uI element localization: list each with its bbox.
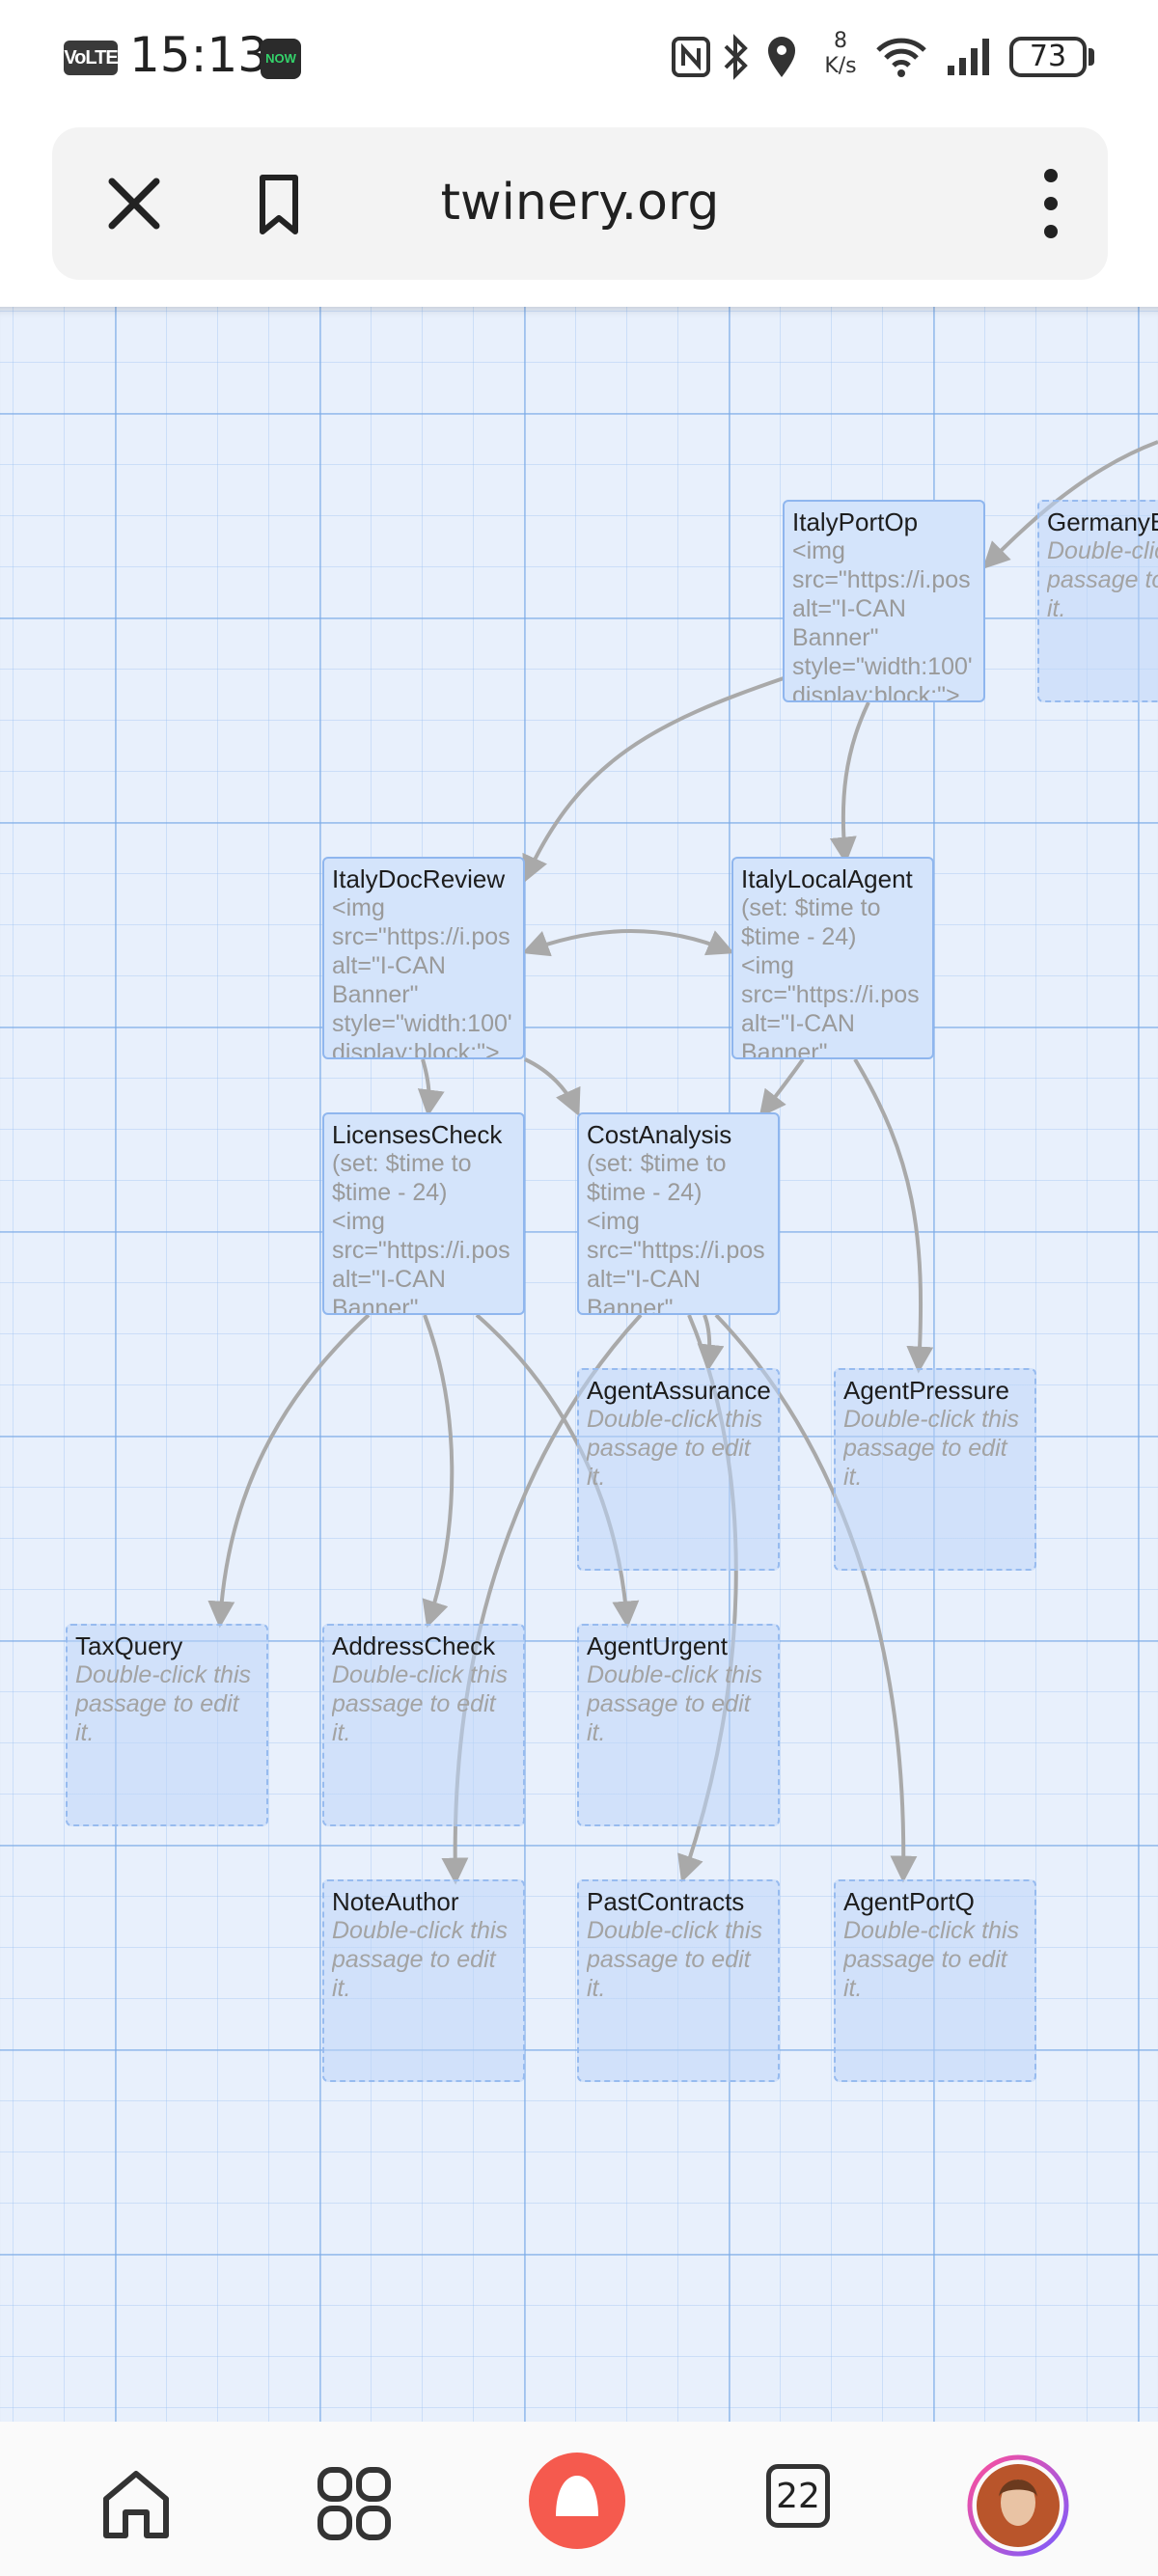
now-app-icon: NOW: [261, 39, 301, 79]
passage-title: ItalyDocReview: [332, 864, 506, 893]
wifi-icon: [876, 38, 926, 77]
passage-title: ItalyPortOp: [792, 507, 919, 536]
passage-excerpt: Double-click this passage to edit it.: [75, 1661, 252, 1746]
status-time: 15:13: [129, 27, 269, 83]
passage-excerpt: Double-click this passage to edit it.: [587, 1917, 763, 2002]
passage-excerpt: <img src="https://i.pos alt="I-CAN Banne…: [792, 537, 973, 702]
battery-icon: 73: [1009, 37, 1087, 77]
link-arrow-licensescheck-to-addresscheck: [422, 1314, 455, 1629]
link-arrow-italylocalagent-to-agentpressure: [853, 1057, 934, 1374]
close-icon[interactable]: [95, 164, 174, 243]
passage-excerpt: Double-click this passage to edit it.: [1047, 537, 1158, 622]
link-arrow-licensescheck-to-taxquery: [207, 1313, 371, 1629]
assistant-icon[interactable]: [527, 2451, 627, 2551]
story-map-canvas[interactable]: ItalyPortOp<img src="https://i.pos alt="…: [0, 307, 1158, 2422]
bluetooth-icon: [724, 34, 748, 80]
passage-title: NoteAuthor: [332, 1887, 459, 1916]
link-arrow-italydocreview-to-costanalysis: [524, 1057, 581, 1117]
passage-card-italydocreview[interactable]: ItalyDocReview<img src="https://i.pos al…: [322, 857, 525, 1059]
location-icon: [768, 37, 795, 77]
passage-excerpt: Double-click this passage to edit it.: [587, 1661, 763, 1746]
link-arrow-costanalysis-to-agentassurance: [697, 1314, 725, 1372]
apps-grid-icon[interactable]: [311, 2460, 398, 2547]
bottom-nav: 22: [0, 2422, 1158, 2576]
passage-card-costanalysis[interactable]: CostAnalysis(set: $time to $time - 24) <…: [577, 1112, 780, 1315]
home-icon[interactable]: [93, 2460, 179, 2547]
status-bar: VoLTE 15:13 NOW 8 K/s 73: [0, 0, 1158, 114]
passage-excerpt: <img src="https://i.pos alt="I-CAN Banne…: [332, 894, 512, 1059]
link-arrow-italylocalagent-to-costanalysis: [758, 1057, 805, 1118]
url-bar: twinery.org: [52, 127, 1108, 280]
passage-excerpt: (set: $time to $time - 24) <img src="htt…: [741, 894, 920, 1059]
volte-badge: VoLTE: [64, 41, 119, 75]
nfc-icon: [672, 37, 710, 77]
passage-title: AgentUrgent: [587, 1631, 728, 1660]
link-arrow-italyportop-to-italydocreview: [522, 676, 785, 884]
passage-title: AgentPortQ: [843, 1887, 975, 1916]
more-menu-icon[interactable]: [1017, 162, 1085, 245]
link-arrow-italyportop-to-italylocalagent: [829, 701, 870, 864]
passage-title: PastContracts: [587, 1887, 745, 1916]
signal-icon: [948, 39, 989, 75]
net-speed-value: 8: [834, 29, 847, 53]
url-text[interactable]: twinery.org: [440, 174, 720, 232]
net-speed: 8 K/s: [816, 29, 865, 79]
passage-title: AgentPressure: [843, 1376, 1009, 1405]
passage-excerpt: (set: $time to $time - 24) <img src="htt…: [587, 1150, 765, 1315]
passage-excerpt: Double-click this passage to edit it.: [843, 1406, 1020, 1491]
tab-count: 22: [766, 2464, 830, 2528]
passage-excerpt: Double-click this passage to edit it.: [332, 1917, 509, 2002]
passage-title: AgentAssurance: [587, 1376, 770, 1405]
passage-card-italylocalagent[interactable]: ItalyLocalAgent(set: $time to $time - 24…: [731, 857, 934, 1059]
passage-card-italyportop[interactable]: ItalyPortOp<img src="https://i.pos alt="…: [783, 500, 985, 702]
passage-title: LicensesCheck: [332, 1120, 503, 1149]
passage-title: CostAnalysis: [587, 1120, 732, 1149]
bookmark-icon[interactable]: [239, 164, 318, 243]
tabs-button[interactable]: 22: [762, 2460, 849, 2547]
passage-card-licensescheck[interactable]: LicensesCheck(set: $time to $time - 24) …: [322, 1112, 525, 1315]
passage-excerpt: Double-click this passage to edit it.: [843, 1917, 1020, 2002]
passage-title: GermanyB: [1047, 507, 1158, 536]
passage-excerpt: Double-click this passage to edit it.: [587, 1406, 763, 1491]
passage-excerpt: (set: $time to $time - 24) <img src="htt…: [332, 1150, 510, 1315]
battery-tip: [1089, 48, 1094, 66]
passage-excerpt: Double-click this passage to edit it.: [332, 1661, 509, 1746]
link-arrow-italydocreview-to-italylocalagent: [521, 929, 735, 957]
net-speed-unit: K/s: [824, 54, 857, 78]
profile-avatar[interactable]: [967, 2454, 1069, 2557]
passage-title: AddressCheck: [332, 1631, 496, 1660]
link-arrow-italydocreview-to-licensescheck: [417, 1058, 445, 1117]
passage-title: TaxQuery: [75, 1631, 183, 1660]
passage-title: ItalyLocalAgent: [741, 864, 913, 893]
